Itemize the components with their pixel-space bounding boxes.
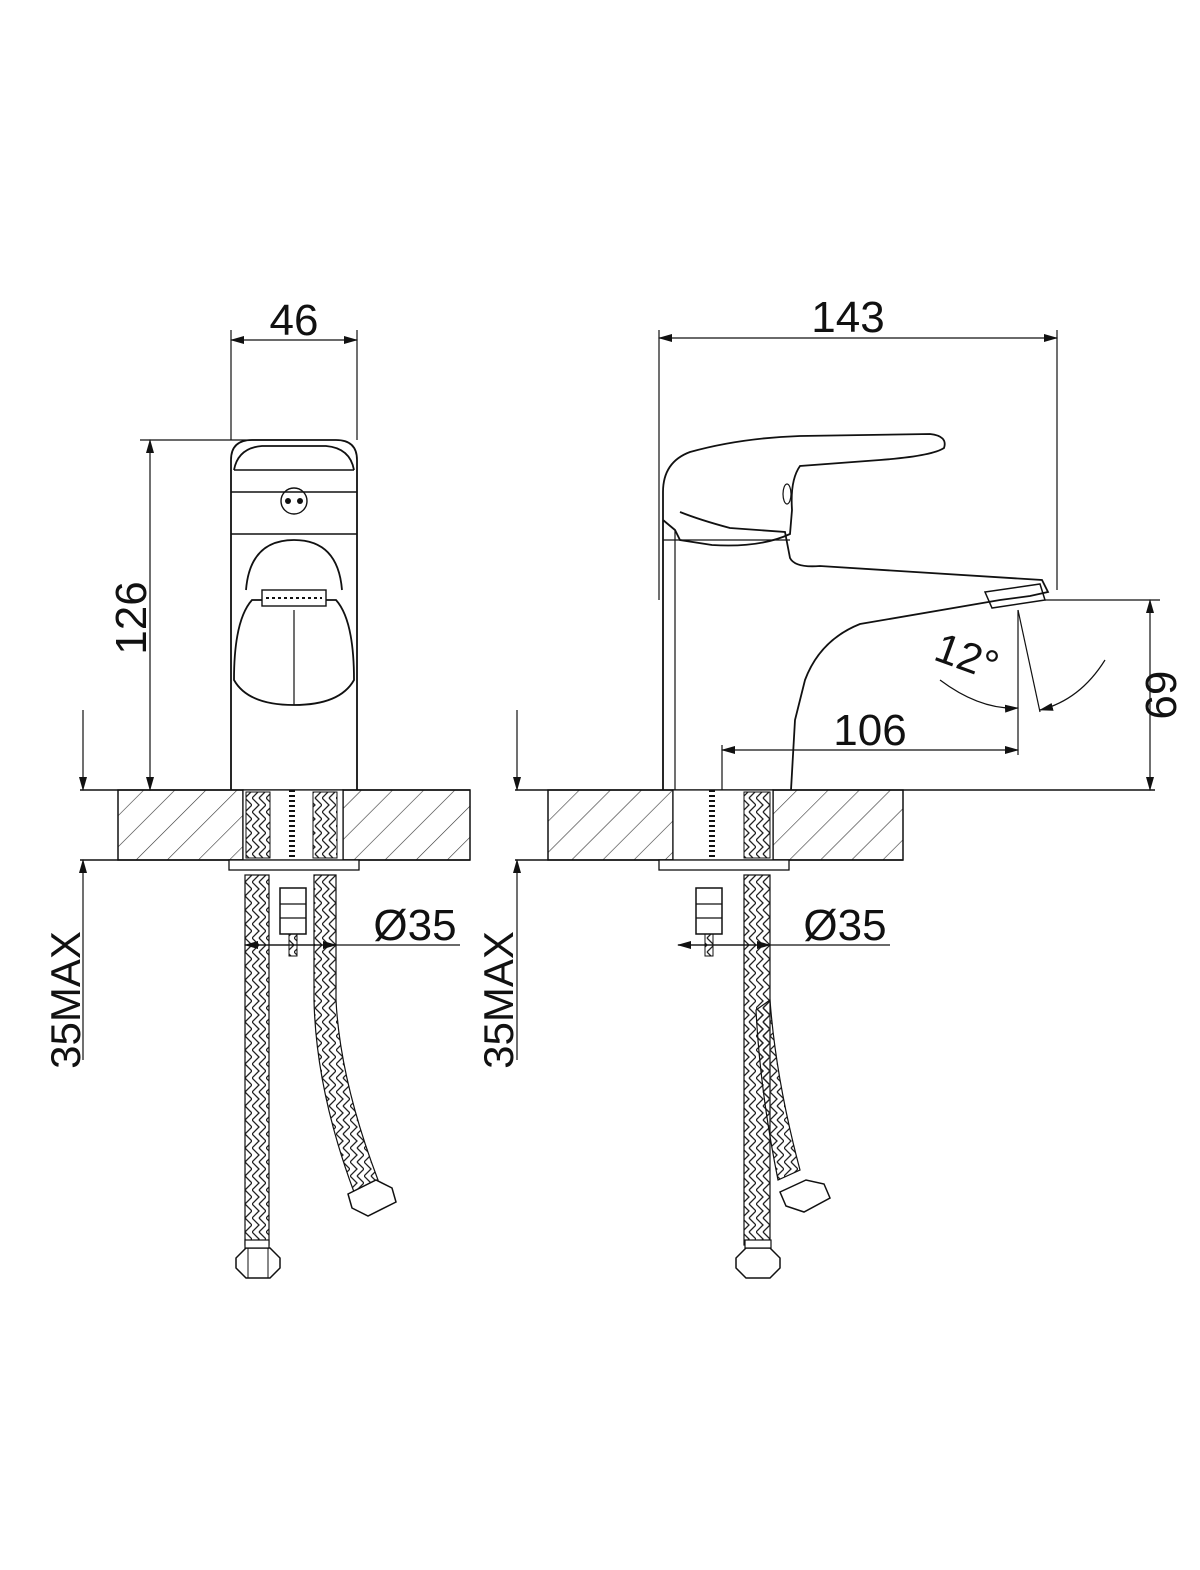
front-dimensions — [79, 330, 460, 1060]
side-dimensions — [513, 330, 1160, 1060]
front-hoses — [235, 874, 397, 1279]
front-countertop — [80, 789, 471, 871]
front-view: 46 126 35MAX Ø35 — [42, 296, 471, 1279]
front-height-label: 126 — [107, 581, 156, 654]
side-hole-diameter-label: Ø35 — [803, 901, 886, 950]
side-faucet-body — [662, 433, 1050, 791]
side-hoses — [695, 874, 831, 1279]
side-length-label: 143 — [811, 293, 884, 342]
side-spout-height-label: 69 — [1136, 671, 1185, 720]
side-spout-reach-label: 106 — [833, 706, 906, 755]
side-max-thickness-label: 35MAX — [475, 931, 522, 1069]
side-countertop — [515, 789, 1155, 871]
front-width-label: 46 — [270, 296, 319, 345]
side-angle-label: 12° — [929, 623, 1005, 689]
front-max-thickness-label: 35MAX — [42, 931, 89, 1069]
front-hole-diameter-label: Ø35 — [373, 901, 456, 950]
front-faucet-body — [230, 439, 358, 790]
side-view: 143 106 69 12° 35MAX Ø35 — [475, 293, 1185, 1279]
